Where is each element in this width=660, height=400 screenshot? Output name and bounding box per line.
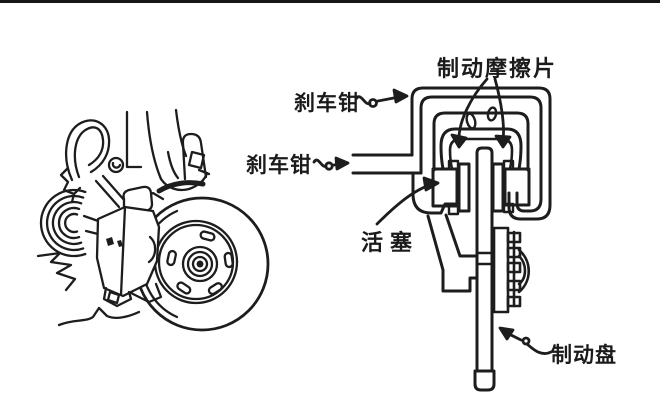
caliper-left-arrow-icon [312, 156, 350, 171]
friction-pads-arrow-left-icon [450, 77, 489, 149]
caliper-body [95, 185, 163, 308]
hub-and-studs [492, 226, 531, 314]
top-border-line [0, 0, 660, 3]
pistons [431, 159, 531, 216]
brake-hose [59, 119, 127, 209]
brake-disc-arrow-icon [498, 326, 553, 355]
caliper-housing [410, 86, 552, 221]
knuckle-bracket [181, 132, 211, 181]
leader-arrows [312, 77, 553, 355]
caliper-upper-arrow-icon [354, 88, 409, 108]
brake-assembly-illustration [36, 108, 270, 332]
label-caliper-left: 刹车钳 [246, 154, 312, 177]
locating-pin [125, 110, 143, 169]
label-piston: 活塞 [361, 230, 420, 255]
pad-retainer [439, 106, 523, 171]
label-caliper-upper: 刹车钳 [294, 92, 360, 115]
brake-disc [473, 146, 496, 392]
friction-pads-arrow-right-icon [493, 77, 512, 149]
mounting-arm [426, 213, 479, 293]
ground-sketch-lines [36, 251, 141, 327]
label-brake-disc: 制动盘 [551, 344, 617, 367]
hose-bolt-icon [107, 156, 125, 174]
piston-arrow-icon [375, 176, 440, 226]
strut [135, 108, 209, 216]
caliper-cross-section [351, 86, 552, 392]
label-friction-pads: 制动摩擦片 [437, 56, 558, 81]
friction-pads [457, 162, 505, 213]
wheel-hub [166, 230, 234, 296]
brake-pipe [351, 153, 423, 175]
